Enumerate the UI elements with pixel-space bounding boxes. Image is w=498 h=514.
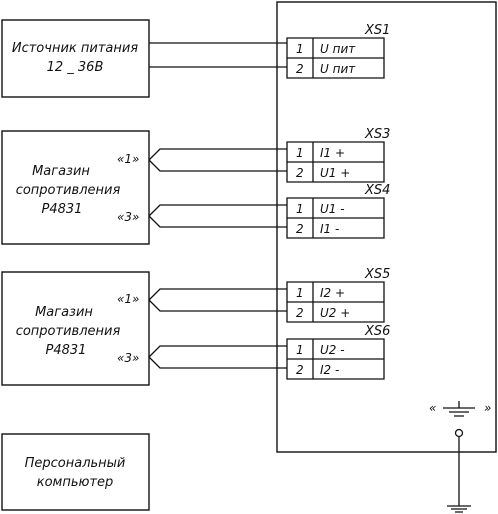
resistance-store-2-terminal-1: «1» <box>117 292 139 306</box>
connector-xs3-frame <box>286 141 385 183</box>
connector-xs5-label: XS5 <box>364 267 390 282</box>
wire-xs6-pin2 <box>148 356 287 369</box>
personal-computer-block: Персональный компьютер <box>1 433 150 511</box>
device-enclosure <box>276 1 497 453</box>
resistance-store-1: Магазин сопротивления Р4831 «1» «3» <box>1 130 150 245</box>
connector-xs6: XS6 1 U2 - 2 I2 - <box>286 324 390 380</box>
personal-computer-box <box>1 433 150 511</box>
connector-xs5-pin-1-num: 1 <box>296 286 304 300</box>
ground-quote-open: « <box>429 401 436 415</box>
connector-xs4-pin-1-signal: U1 - <box>320 202 345 216</box>
resistance-store-1-subtitle: сопротивления <box>16 183 121 198</box>
resistance-store-2-subtitle: сопротивления <box>16 324 121 339</box>
wire-xs4-pin1 <box>148 204 287 217</box>
power-source-box <box>1 19 150 98</box>
connector-xs1-pin-2-signal: U пит <box>320 62 356 76</box>
connector-xs3-pin-1-num: 1 <box>296 146 304 160</box>
wires-store-2-terminal-3 <box>148 345 287 369</box>
resistance-store-1-title: Магазин <box>32 164 90 179</box>
wires-store-1-terminal-3 <box>148 204 287 228</box>
wire-xs6-pin1 <box>148 345 287 358</box>
resistance-store-1-model: Р4831 <box>42 202 83 217</box>
resistance-store-2-box <box>1 271 150 386</box>
wire-xs5-pin2 <box>148 299 287 312</box>
connector-xs3-label: XS3 <box>364 127 390 142</box>
connector-xs1: XS1 1 U пит 2 U пит <box>286 23 390 79</box>
connector-xs4-pin-2-signal: I1 - <box>320 222 339 236</box>
power-source-block: Источник питания 12 _ 36В <box>1 19 150 98</box>
connector-xs1-pin-1-signal: U пит <box>320 42 356 56</box>
connector-xs4-pin-1-num: 1 <box>296 202 304 216</box>
wire-xs3-pin2 <box>148 159 287 172</box>
wire-xs4-pin2 <box>148 215 287 228</box>
connector-xs3-pin-2-num: 2 <box>296 166 304 180</box>
connector-xs4: XS4 1 U1 - 2 I1 - <box>286 183 390 239</box>
wire-xs5-pin1 <box>148 288 287 301</box>
power-source-voltage: 12 _ 36В <box>47 60 104 75</box>
resistance-store-1-box <box>1 130 150 245</box>
power-source-title: Источник питания <box>12 41 138 56</box>
connector-xs6-pin-2-num: 2 <box>296 363 304 377</box>
connector-xs1-label: XS1 <box>364 23 390 38</box>
personal-computer-subtitle: компьютер <box>37 475 114 490</box>
earth-ground-icon <box>447 505 471 513</box>
ground-quote-close: » <box>484 401 491 415</box>
connector-xs4-label: XS4 <box>364 183 390 198</box>
resistance-store-2: Магазин сопротивления Р4831 «1» «3» <box>1 271 150 386</box>
connector-xs1-pin-2-num: 2 <box>296 62 304 76</box>
connector-xs6-frame <box>286 338 385 380</box>
connector-xs6-pin-1-signal: U2 - <box>320 343 345 357</box>
wire-xs3-pin1 <box>148 148 287 161</box>
connector-xs3-pin-2-signal: U1 + <box>320 166 350 180</box>
connector-xs6-label: XS6 <box>364 324 390 339</box>
connector-xs5-pin-2-num: 2 <box>296 306 304 320</box>
wires-store-1-terminal-1 <box>148 148 287 172</box>
resistance-store-1-terminal-3: «3» <box>117 210 139 224</box>
connector-xs6-pin-2-signal: I2 - <box>320 363 339 377</box>
personal-computer-title: Персональный <box>25 456 126 471</box>
ground-terminal-pin <box>454 428 464 438</box>
connector-xs1-frame <box>286 37 385 79</box>
connector-xs5-frame <box>286 281 385 323</box>
connector-xs3: XS3 1 I1 + 2 U1 + <box>286 127 390 183</box>
connector-xs5-pin-2-signal: U2 + <box>320 306 350 320</box>
ground-icon <box>443 401 475 417</box>
connector-xs6-pin-1-num: 1 <box>296 343 304 357</box>
connector-xs4-frame <box>286 197 385 239</box>
connector-xs3-pin-1-signal: I1 + <box>320 146 345 160</box>
connector-xs5: XS5 1 I2 + 2 U2 + <box>286 267 390 323</box>
connector-xs1-pin-1-num: 1 <box>296 42 304 56</box>
ground-terminal: « » <box>429 401 491 513</box>
resistance-store-2-model: Р4831 <box>46 343 87 358</box>
wires-store-2-terminal-1 <box>148 288 287 312</box>
resistance-store-1-terminal-1: «1» <box>117 152 139 166</box>
connector-xs5-pin-1-signal: I2 + <box>320 286 345 300</box>
resistance-store-2-title: Магазин <box>35 305 93 320</box>
connector-xs4-pin-2-num: 2 <box>296 222 304 236</box>
resistance-store-2-terminal-3: «3» <box>117 351 139 365</box>
